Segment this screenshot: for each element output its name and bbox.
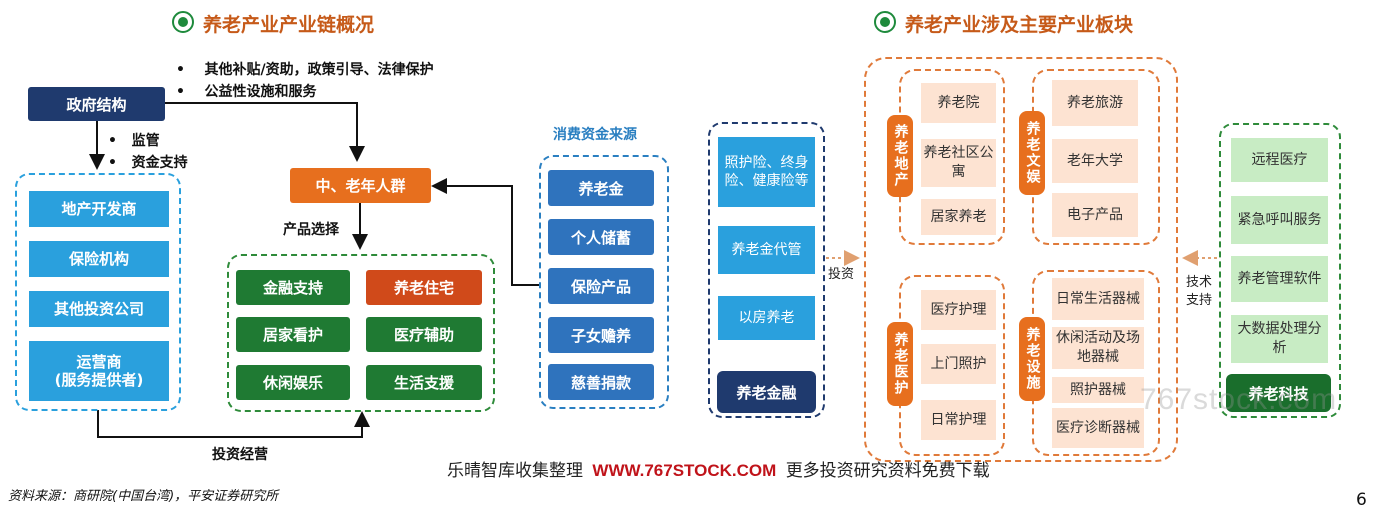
facility-item-diagnostic: 医疗诊断器械 [1052, 408, 1144, 448]
funding-title: 消费资金来源 [553, 127, 637, 143]
gov-down-bullet-2: • 资金支持 [108, 155, 188, 171]
finance-label: 养老金融 [717, 371, 816, 413]
realestate-label: 养老地产 [887, 115, 913, 197]
product-medical: 医疗辅助 [366, 317, 482, 352]
product-leisure: 休闲娱乐 [236, 365, 350, 400]
source-note: 资料来源：商研院(中国台湾)，平安证券研究所 [8, 489, 279, 504]
watermark-suffix: 更多投资研究资料免费下载 [785, 461, 990, 481]
product-choice-label: 产品选择 [283, 222, 339, 238]
product-finance: 金融支持 [236, 270, 350, 305]
tech-support-label: 技术支持 [1185, 275, 1212, 308]
finance-item-reverse-mortgage: 以房养老 [718, 296, 815, 340]
facility-item-daily: 日常生活器械 [1052, 278, 1144, 320]
gov-bullet-1: • 其他补贴/资助，政策引导、法律保护 [176, 62, 434, 78]
provider-developer: 地产开发商 [29, 191, 169, 227]
funding-insurance: 保险产品 [548, 268, 654, 304]
tech-label: 养老科技 [1226, 374, 1331, 412]
finance-item-insurance: 照护险、终身险、健康险等 [718, 137, 815, 207]
government-box: 政府结构 [28, 87, 165, 121]
invest-operate-arrow [97, 410, 370, 438]
funding-savings: 个人储蓄 [548, 219, 654, 255]
section-bullet-icon [172, 11, 194, 33]
facility-item-care: 照护器械 [1052, 377, 1144, 403]
culture-item-university: 老年大学 [1052, 139, 1138, 183]
right-section-title: 养老产业涉及主要产业板块 [905, 14, 1134, 36]
watermark-banner: 乐晴智库收集整理 WWW.767STOCK.COM 更多投资研究资料免费下载 [447, 456, 990, 481]
tech-item-emergency: 紧急呼叫服务 [1231, 196, 1328, 244]
culture-item-electronics: 电子产品 [1052, 193, 1138, 237]
faint-watermark: 767stock.com [1140, 383, 1338, 416]
funding-children: 子女赡养 [548, 317, 654, 353]
industry-sectors-frame [864, 57, 1178, 462]
product-life-support: 生活支援 [366, 365, 482, 400]
realestate-item-nursing-home: 养老院 [921, 83, 996, 123]
tech-item-telemedicine: 远程医疗 [1231, 138, 1328, 182]
medical-item-nursing: 医疗护理 [921, 290, 996, 330]
section-bullet-icon [874, 11, 896, 33]
providers-group [15, 173, 181, 411]
elderly-box: 中、老年人群 [290, 168, 431, 203]
provider-operator: 运营商 (服务提供者) [29, 341, 169, 401]
facility-item-leisure: 休闲活动及场地器械 [1052, 327, 1144, 369]
invest-operate-label: 投资经营 [212, 447, 268, 463]
tech-item-bigdata: 大数据处理分析 [1231, 315, 1328, 363]
facility-label: 养老设施 [1019, 317, 1045, 401]
medical-item-daily: 日常护理 [921, 400, 996, 440]
tech-group [1219, 123, 1341, 418]
finance-group [708, 122, 825, 418]
left-section-title: 养老产业产业链概况 [203, 14, 375, 36]
gov-down-bullet-1: • 监管 [108, 133, 160, 149]
product-housing: 养老住宅 [366, 270, 482, 305]
culture-label: 养老文娱 [1019, 111, 1045, 195]
provider-investment: 其他投资公司 [29, 291, 169, 327]
watermark-prefix: 乐晴智库收集整理 [447, 461, 583, 481]
product-homecare: 居家看护 [236, 317, 350, 352]
products-group [227, 254, 495, 412]
invest-label: 投资 [828, 267, 855, 282]
finance-item-pension-custody: 养老金代管 [718, 226, 815, 274]
medical-label: 养老医护 [887, 322, 913, 406]
realestate-item-community: 养老社区公寓 [921, 139, 996, 187]
gov-bullet-2: • 公益性设施和服务 [176, 84, 317, 100]
page-number: 6 [1356, 490, 1367, 510]
medical-item-home-visit: 上门照护 [921, 344, 996, 384]
funding-pension: 养老金 [548, 170, 654, 206]
tech-item-software: 养老管理软件 [1231, 256, 1328, 302]
funding-to-elderly-arrow [431, 178, 540, 286]
culture-item-travel: 养老旅游 [1052, 80, 1138, 126]
funding-group [539, 155, 669, 409]
funding-charity: 慈善捐款 [548, 364, 654, 400]
gov-to-elderly-arrow [165, 102, 365, 162]
realestate-item-home: 居家养老 [921, 199, 996, 235]
watermark-url[interactable]: WWW.767STOCK.COM [592, 461, 777, 480]
provider-insurance: 保险机构 [29, 241, 169, 277]
